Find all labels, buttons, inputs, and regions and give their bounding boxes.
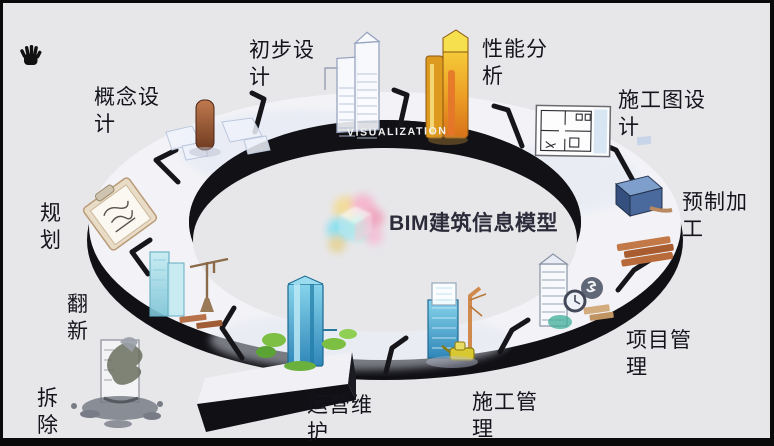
- stage-label-construction-management: 施工管理: [472, 390, 538, 442]
- massing-model-icon: [165, 99, 271, 161]
- floor-plan-icon: [534, 104, 612, 158]
- diagram-center-title: BIM建筑信息模型: [389, 212, 558, 235]
- rubble-building-icon: [71, 337, 163, 428]
- tower-landscape-icon: [256, 275, 357, 371]
- stage-label-construction-drawing-design: 施工图设计: [618, 88, 706, 140]
- stage-label-project-management: 项目管理: [626, 328, 692, 380]
- stage-label-operation-maintenance: 运营维护: [307, 393, 373, 445]
- stage-label-prefabrication: 预制加工: [682, 190, 748, 242]
- stage-label-preliminary-design: 初步设计: [249, 38, 315, 90]
- thermal-model-icon: [425, 29, 469, 145]
- hand-cursor-icon[interactable]: [20, 45, 42, 65]
- retrofit-crane-icon: [149, 251, 229, 329]
- clipboard-sketch-icon: [82, 177, 158, 251]
- stage-label-planning: 规划: [40, 201, 62, 253]
- stage-label-renovation: 翻新: [67, 292, 89, 344]
- stage-label-concept-design: 概念设计: [94, 85, 160, 137]
- machine-lumber-icon: [614, 136, 674, 267]
- segment-dividers: [129, 87, 653, 375]
- crane-site-icon: [426, 282, 487, 368]
- wireframe-tower-icon: [324, 31, 381, 139]
- ring-band-label: VISUALIZATION: [346, 125, 448, 139]
- clock-budget-icon: [538, 253, 614, 329]
- stage-label-demolition: 拆除: [37, 386, 59, 438]
- stage-label-performance-analysis: 性能分析: [482, 37, 548, 89]
- bim-pastel-cube-logo: [327, 194, 384, 253]
